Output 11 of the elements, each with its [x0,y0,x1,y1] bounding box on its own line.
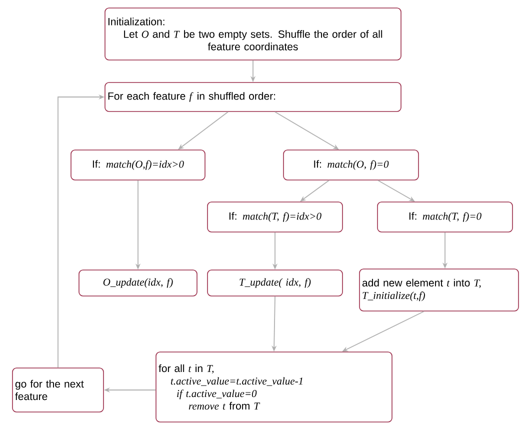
process-box: add new element t into T, T_initialize(t,f) [359,268,519,312]
process-box: For each feature f in shuffled order: [104,82,402,112]
process-box: If: match(T, f)=0 [377,202,513,232]
process-box: If: match(O,f)=idx>0 [70,150,206,180]
loop-box: for all t in T, t.active_value=t.active_value-1 if t.active_value=0 remove t from T [156,352,392,422]
process-box: go for the next feature [12,368,104,412]
process-box: O_update(idx, f) [78,270,198,296]
process-box: If: match(O, f)=0 [283,150,419,180]
process-box: If: match(T, f)=idx>0 [207,202,343,232]
process-box: T_update( idx, f) [207,270,343,296]
initialization-box: Initialization: Let O and T be two empty sets. Shuffle the order of all feature coordinates [104,8,402,60]
